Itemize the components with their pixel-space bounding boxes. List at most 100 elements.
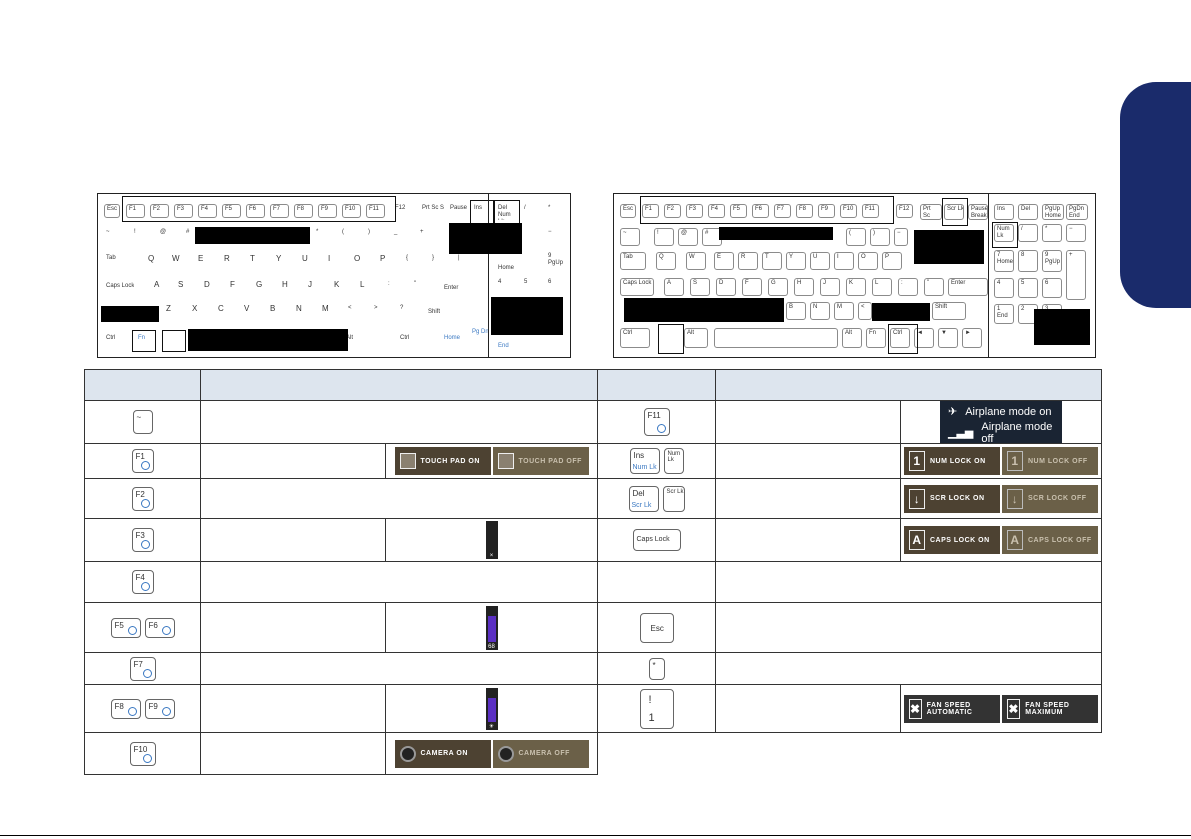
key-t: T xyxy=(248,254,262,270)
key-greater: > xyxy=(372,304,386,320)
redaction xyxy=(195,227,310,244)
key-w: W xyxy=(170,254,184,270)
key-pgup: PgUp Home xyxy=(1042,204,1064,220)
key-g: G xyxy=(254,280,268,296)
key-less: < xyxy=(346,304,360,320)
key-s: S xyxy=(176,280,190,296)
table-row: F8 F9 ☀ !1 ✖FAN SPEED AUTOMATIC ✖FAN SPE… xyxy=(84,684,1102,733)
key-num-4: 4 xyxy=(496,278,510,290)
key-num-lk: Num Lk xyxy=(994,224,1014,242)
key-o: O xyxy=(352,254,366,270)
key-enter: Enter xyxy=(948,278,988,296)
key-del-numlk: Del Num Lk xyxy=(496,204,518,220)
key-star: * xyxy=(546,204,560,218)
f6-key-icon: F6 xyxy=(144,617,175,638)
key-equals: + xyxy=(418,228,432,246)
esc-key-icon: Esc xyxy=(639,612,674,643)
key-f5: F5 xyxy=(222,204,241,218)
fan-icon: ✖ xyxy=(1007,698,1021,719)
key-num-star: * xyxy=(1042,224,1062,242)
key-v: V xyxy=(242,304,256,320)
key-alt-right: Alt xyxy=(842,328,862,348)
key-s: S xyxy=(690,278,710,296)
highlight-fn xyxy=(132,330,156,352)
key-fn: Fn xyxy=(136,334,150,346)
key-capslock: Caps Lock xyxy=(620,278,654,296)
chapter-tab xyxy=(1120,82,1191,308)
key-9: ( xyxy=(340,228,354,246)
key-pause: Pause Break xyxy=(448,204,468,220)
key-del: Del xyxy=(1018,204,1038,220)
key-y: Y xyxy=(274,254,288,270)
numpad-separator xyxy=(988,194,989,357)
key-home-arrow: Home xyxy=(442,334,464,346)
key-f11: F11 xyxy=(862,204,879,218)
key-pgdn: PgDn End xyxy=(1066,204,1088,220)
key-2: @ xyxy=(678,228,698,246)
key-1: ! xyxy=(132,228,146,246)
key-home: Home xyxy=(496,264,516,274)
key-f: F xyxy=(742,278,762,296)
key-question: ? xyxy=(398,304,412,320)
key-o: O xyxy=(858,252,878,270)
highlight-ins xyxy=(470,200,494,224)
key-f9: F9 xyxy=(318,204,337,218)
key-y: Y xyxy=(786,252,806,270)
capslock-key-icon: Caps Lock xyxy=(632,529,681,551)
key-a: A xyxy=(664,278,684,296)
key-9-pgup: 9 PgUp xyxy=(546,252,566,270)
key-k: K xyxy=(332,280,346,296)
f5-key-icon: F5 xyxy=(110,617,141,638)
fan-max-osd: ✖FAN SPEED MAXIMUM xyxy=(1002,694,1098,723)
touchpad-off-osd: TOUCH PAD OFF xyxy=(492,447,589,475)
key-r: R xyxy=(738,252,758,270)
key-quote: " xyxy=(924,278,944,296)
highlight-numlk xyxy=(494,200,520,224)
highlight-numlk xyxy=(992,222,1018,248)
key-f9: F9 xyxy=(818,204,835,218)
key-ins: Ins xyxy=(472,204,488,220)
redaction xyxy=(914,230,984,264)
key-l: L xyxy=(358,280,372,296)
f3-key-icon: F3 xyxy=(131,528,154,552)
key-scrlk: Scr Lk xyxy=(944,204,964,220)
key-prtsc: Prt Sc SysRq xyxy=(420,204,444,220)
key-f10: F10 xyxy=(840,204,857,218)
key-p: P xyxy=(882,252,902,270)
key-right: ► xyxy=(962,328,982,348)
key-num-8: 8 xyxy=(1018,250,1038,272)
key-8: * xyxy=(314,228,328,246)
key-0: ) xyxy=(366,228,380,246)
key-ctrl-right: Ctrl xyxy=(890,328,910,348)
key-enter: Enter xyxy=(442,284,472,296)
key-prtsc: Prt Sc SysRq xyxy=(920,204,942,220)
key-num-7: 7 Home xyxy=(994,250,1014,272)
redaction xyxy=(719,227,833,240)
key-w: W xyxy=(686,252,706,270)
key-u: U xyxy=(300,254,314,270)
key-lbrace: { xyxy=(404,254,418,270)
key-i: I xyxy=(834,252,854,270)
camera-off-osd: CAMERA OFF xyxy=(492,739,589,768)
fan-icon: ✖ xyxy=(909,698,922,719)
key-f11: F11 xyxy=(366,204,385,218)
key-n: N xyxy=(294,304,308,320)
key-num-minus: − xyxy=(546,228,560,246)
key-colon: : xyxy=(898,278,918,296)
table-header xyxy=(84,369,1102,401)
key-0: ) xyxy=(870,228,890,246)
key-a: A xyxy=(152,280,166,296)
key-2: @ xyxy=(158,228,172,246)
keyboard-diagram-right: Esc F1 F2 F3 F4 F5 F6 F7 F8 F9 F10 F11 F… xyxy=(613,193,1096,358)
exclaim-1-key-icon: !1 xyxy=(639,688,674,729)
f11-key-icon: F11 xyxy=(643,408,670,436)
highlight-win xyxy=(162,330,186,352)
key-f3: F3 xyxy=(686,204,703,218)
redaction xyxy=(1034,309,1090,345)
key-pgdn: Pg Dn xyxy=(470,328,492,340)
key-num-5: 5 xyxy=(1018,278,1038,298)
scrlk-key-icon: Scr Lk xyxy=(662,485,685,512)
key-f6: F6 xyxy=(752,204,769,218)
